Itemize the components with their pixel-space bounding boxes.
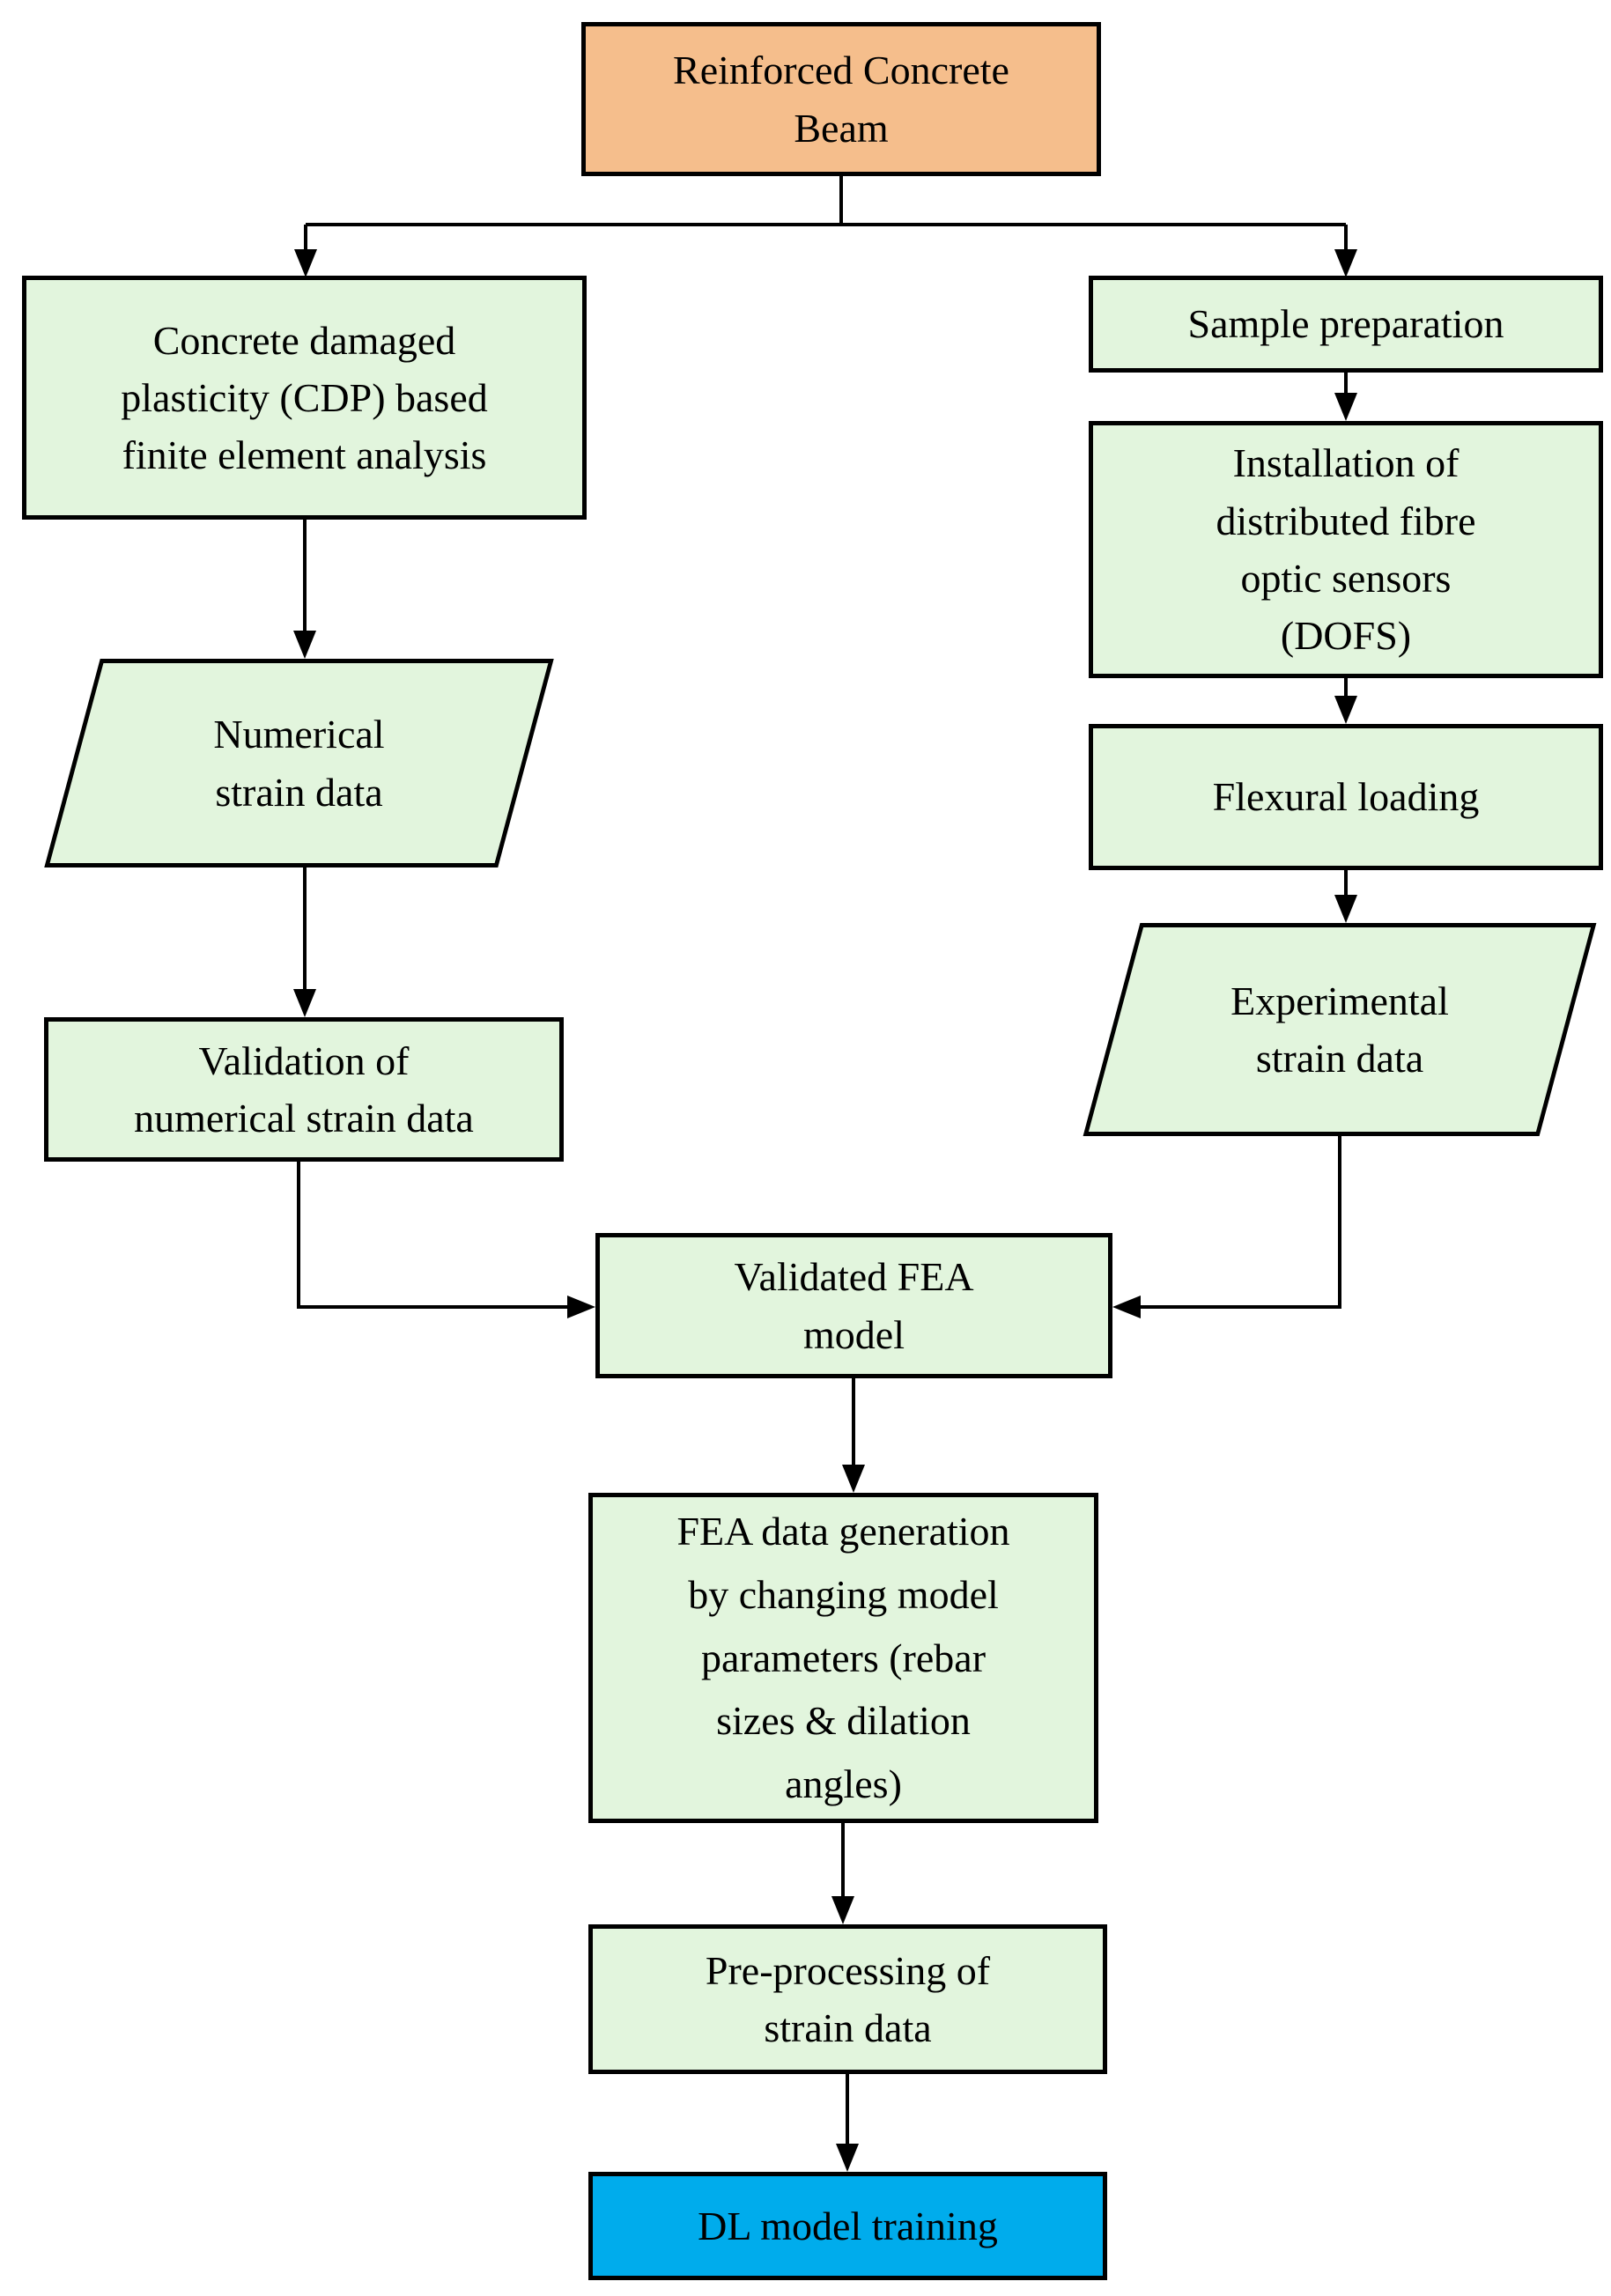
node-label: Concrete damaged plasticity (CDP) based … bbox=[121, 317, 488, 478]
node-fea-data-generation: FEA data generation by changing model pa… bbox=[588, 1493, 1098, 1823]
node-label: Sample preparation bbox=[1187, 301, 1504, 347]
arrow-cdp-to-numerical bbox=[293, 520, 316, 659]
node-label: Reinforced Concrete Beam bbox=[673, 48, 1009, 151]
node-experimental-strain-data: Experimental strain data bbox=[1083, 923, 1597, 1136]
arrow-validated-to-feagen bbox=[842, 1378, 865, 1493]
node-validated-fea-model: Validated FEA model bbox=[595, 1233, 1112, 1378]
arrow-sample-to-installation bbox=[1334, 373, 1357, 421]
node-label: Installation of distributed fibre optic … bbox=[1216, 440, 1476, 659]
arrow-installation-to-flexural bbox=[1334, 678, 1357, 724]
node-sample-preparation: Sample preparation bbox=[1089, 276, 1603, 373]
arrow-flexural-to-experimental bbox=[1334, 870, 1357, 923]
node-label: DL model training bbox=[698, 2203, 998, 2248]
arrow-numerical-to-validation bbox=[293, 867, 316, 1017]
arrow-validation-to-validated bbox=[297, 1162, 595, 1318]
node-dl-model-training: DL model training bbox=[588, 2172, 1107, 2280]
node-reinforced-concrete-beam: Reinforced Concrete Beam bbox=[581, 22, 1101, 176]
node-validation-of-numerical-strain-data: Validation of numerical strain data bbox=[44, 1017, 564, 1162]
node-label: Flexural loading bbox=[1212, 774, 1480, 820]
arrow-beam-to-sample bbox=[1334, 225, 1357, 277]
branch-connector-beam bbox=[306, 176, 1346, 226]
node-label: FEA data generation by changing model pa… bbox=[676, 1509, 1010, 1807]
node-label: Validated FEA model bbox=[734, 1254, 974, 1357]
node-numerical-strain-data: Numerical strain data bbox=[44, 659, 554, 867]
node-flexural-loading: Flexural loading bbox=[1089, 724, 1603, 870]
arrow-beam-to-cdp bbox=[294, 225, 317, 277]
arrow-feagen-to-preprocessing bbox=[831, 1823, 854, 1924]
node-label: Validation of numerical strain data bbox=[134, 1037, 474, 1141]
node-preprocessing-of-strain-data: Pre-processing of strain data bbox=[588, 1924, 1107, 2074]
node-installation-of-dofs: Installation of distributed fibre optic … bbox=[1089, 421, 1603, 678]
node-label: Numerical strain data bbox=[213, 712, 385, 815]
node-cdp-finite-element-analysis: Concrete damaged plasticity (CDP) based … bbox=[22, 276, 587, 520]
arrow-experimental-to-validated bbox=[1112, 1136, 1341, 1318]
arrow-preprocessing-to-dl bbox=[836, 2074, 859, 2172]
node-label: Pre-processing of strain data bbox=[705, 1947, 991, 2050]
node-label: Experimental strain data bbox=[1230, 978, 1449, 1081]
